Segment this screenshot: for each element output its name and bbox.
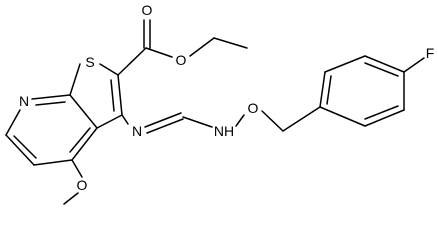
bond-ph-c4-f (403, 57, 425, 73)
bond-c7a-n7 (31, 94, 71, 100)
bond-nh-o (235, 114, 245, 127)
methoxy-oxygen-label: O (77, 177, 88, 193)
bond-ph-c6-c1 (319, 106, 366, 127)
bond-o-ch2 (189, 37, 215, 57)
sulfur-label: S (85, 54, 94, 70)
bond-ph-c3-c4-inner (364, 62, 399, 77)
bond-c7a-n7-inner (35, 101, 66, 106)
bonds (5, 19, 425, 205)
bond-c4-c3a-inner (69, 127, 91, 153)
bond-c4-o-methoxy (71, 159, 83, 178)
bond-o-ch3 (63, 192, 79, 205)
bond-carbonyl-o-ester (145, 47, 173, 58)
bond-ch-nh (182, 116, 213, 128)
bond-c3a-c7a (69, 94, 98, 129)
bond-ch2-ch3 (213, 37, 248, 49)
bond-ph-c3-c4 (364, 55, 405, 73)
bond-n-ch-double-b (146, 118, 184, 134)
bond-c5-c4 (33, 159, 73, 166)
ester-ether-oxygen-label: O (176, 52, 187, 68)
pyridine-nitrogen-label: N (19, 93, 29, 109)
bond-ph-c1-c2 (319, 71, 326, 108)
bond-ph-c5-c6-inner (364, 105, 399, 120)
bond-ph-c5-c6 (364, 109, 405, 127)
bond-c2-c3 (117, 74, 123, 116)
atom-labels: S O O N N NH O O F (19, 2, 434, 193)
bond-c2-c3-inner (110, 79, 115, 112)
bond-c3-c3a (96, 114, 123, 129)
bond-c6-c5-inner (13, 135, 37, 159)
chemical-structure-diagram: S O O N N NH O O F (5, 2, 434, 205)
bond-c3-n-imine (121, 114, 129, 125)
ester-carbonyl-oxygen-label: O (142, 2, 153, 18)
bond-ph-c1-c2-inner (326, 75, 332, 105)
bond-ph-c2-c3 (324, 55, 366, 73)
fluorine-label: F (426, 45, 435, 61)
bond-n7-c6 (5, 109, 21, 136)
bond-s-c7a (69, 63, 81, 96)
bond-c4-c3a (71, 127, 98, 161)
imine-nitrogen-label: N (132, 123, 142, 139)
bond-c6-c5 (5, 134, 35, 166)
amine-nh-label: NH (214, 123, 234, 139)
bond-o-ch2-benzyl (261, 110, 284, 132)
bond-s-c2 (99, 63, 119, 76)
bond-c2-carbonyl (117, 47, 147, 76)
bond-ch2-phenyl (282, 106, 321, 132)
hydroxylamine-oxygen-label: O (248, 100, 259, 116)
bond-n-ch-double-a (144, 112, 182, 128)
